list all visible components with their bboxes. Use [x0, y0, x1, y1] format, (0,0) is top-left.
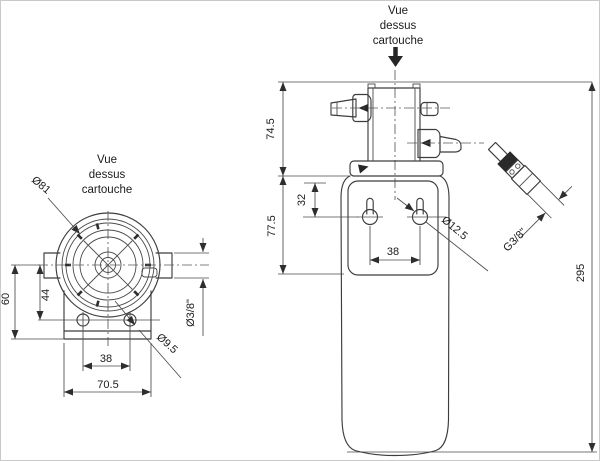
head-notch-right — [412, 83, 421, 89]
left-port-tab — [43, 252, 61, 279]
dim295-label: 295 — [575, 264, 587, 282]
hole-diameter-leader-arrow — [114, 300, 136, 326]
thread-dim-ext-2 — [527, 193, 552, 219]
outlet-spout — [439, 135, 462, 153]
slot-diameter-leader-tail — [425, 221, 489, 272]
left-view: Vue dessus cartouche Ø81 — [0, 154, 209, 397]
mounting-bracket-plate — [347, 180, 439, 276]
fitting-hole-1 — [515, 163, 521, 169]
keyhole-slot-right — [407, 197, 446, 226]
left-view-title-line3: cartouche — [82, 184, 133, 196]
base-plate-flange — [63, 330, 152, 340]
dim38L-label: 38 — [100, 353, 112, 365]
inlet-valve-body — [352, 93, 372, 123]
head-notch-left — [367, 83, 376, 89]
right-view-title-line2: dessus — [380, 20, 417, 32]
right-view-title-line1: Vue — [388, 5, 408, 17]
fitting-hole-2 — [509, 169, 515, 175]
inlet-spout — [330, 98, 357, 118]
left-view-title-line1: Vue — [97, 154, 117, 166]
thread-dim-arrow-2 — [520, 212, 546, 238]
filter-head — [367, 87, 421, 162]
port-slot-detail — [141, 267, 158, 278]
collar-index-mark — [358, 164, 369, 174]
slot-diameter-leader-arrow — [396, 197, 415, 212]
dim44-label: 44 — [40, 289, 52, 301]
outlet-valve — [407, 128, 484, 159]
fitting-body-line — [518, 172, 534, 188]
dim60-label: 60 — [0, 293, 12, 305]
dim38R-label: 38 — [387, 246, 399, 258]
left-view-title-line2: dessus — [89, 169, 126, 181]
right-port-tab — [155, 252, 173, 279]
dim32-label: 32 — [296, 194, 308, 206]
cartridge-bottle — [340, 175, 450, 457]
right-view-title-line3: cartouche — [373, 35, 424, 47]
pointer-arrow-icon — [388, 56, 403, 67]
collar-ring — [349, 160, 444, 177]
base-plate-outline — [63, 290, 152, 332]
outer-diameter-leader — [47, 197, 81, 235]
thread-dim-arrow-1 — [558, 186, 573, 200]
thread-dim-ext-1 — [539, 181, 565, 206]
inlet-valve — [330, 93, 452, 123]
right-view: Vue dessus cartouche — [265, 5, 597, 457]
keyhole-slot-left — [357, 197, 383, 226]
dim775-label: 77.5 — [266, 215, 278, 236]
outlet-stub — [420, 101, 439, 117]
port-diameter-label: Ø3/8" — [185, 299, 197, 327]
dim705-label: 70.5 — [97, 379, 118, 391]
dim745-label: 74.5 — [265, 118, 277, 139]
hole-diameter-leader-tail — [138, 329, 182, 379]
